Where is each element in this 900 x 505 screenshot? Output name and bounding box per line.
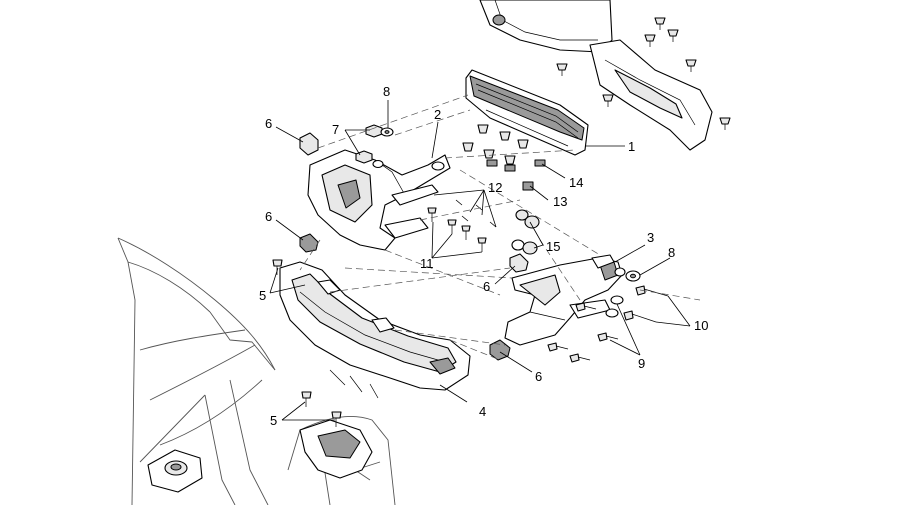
callout-8-upper: 8 <box>383 84 390 99</box>
part-10-bolts <box>623 285 669 323</box>
callout-6-left: 6 <box>265 209 272 224</box>
rubber-grommets <box>462 124 546 191</box>
part-8-washer-right <box>625 270 641 282</box>
callout-5-lower: 5 <box>270 413 277 428</box>
assembly-axes <box>299 94 701 361</box>
callout-6-mid: 6 <box>483 279 490 294</box>
part-6-clip-left <box>299 233 319 253</box>
callout-5-upper: 5 <box>259 288 266 303</box>
callout-6-lower: 6 <box>535 369 542 384</box>
callout-1: 1 <box>628 139 635 154</box>
callout-3: 3 <box>647 230 654 245</box>
part-12-pins <box>455 199 497 228</box>
callout-7: 7 <box>332 122 339 137</box>
callout-14: 14 <box>569 175 583 190</box>
dashboard-housing <box>479 0 713 151</box>
lower-bracket <box>299 419 373 479</box>
part-1-instrument-cluster <box>465 69 589 156</box>
part-5-screws-lower <box>301 391 342 427</box>
mounting-boss <box>147 449 203 493</box>
part-5-screws-upper <box>272 259 283 275</box>
callout-11: 11 <box>420 256 434 271</box>
callout-labels: 1 2 3 4 5 5 6 6 6 6 7 8 8 9 10 11 12 13 … <box>259 84 708 428</box>
callout-2: 2 <box>434 107 441 122</box>
part-3-right-bracket <box>504 254 626 346</box>
callout-4: 4 <box>479 404 486 419</box>
part-2-upper-bracket <box>307 149 451 251</box>
callout-10: 10 <box>694 318 708 333</box>
part-11-screws <box>427 207 487 252</box>
callout-9: 9 <box>638 356 645 371</box>
part-15-grommets <box>511 209 540 255</box>
part-6-clip-mid <box>509 253 529 273</box>
housing-screws <box>556 17 731 130</box>
part-7-nuts <box>355 124 383 164</box>
part-9-screws <box>547 295 624 363</box>
callout-12: 12 <box>488 180 502 195</box>
callout-15: 15 <box>546 239 560 254</box>
callout-8-right: 8 <box>668 245 675 260</box>
part-8-washer-upper <box>372 127 394 169</box>
part-4-lower-cover <box>279 261 471 399</box>
part-6-clip-upper <box>299 132 319 156</box>
callout-13: 13 <box>553 194 567 209</box>
callout-6-upper: 6 <box>265 116 272 131</box>
leader-lines <box>269 100 691 421</box>
